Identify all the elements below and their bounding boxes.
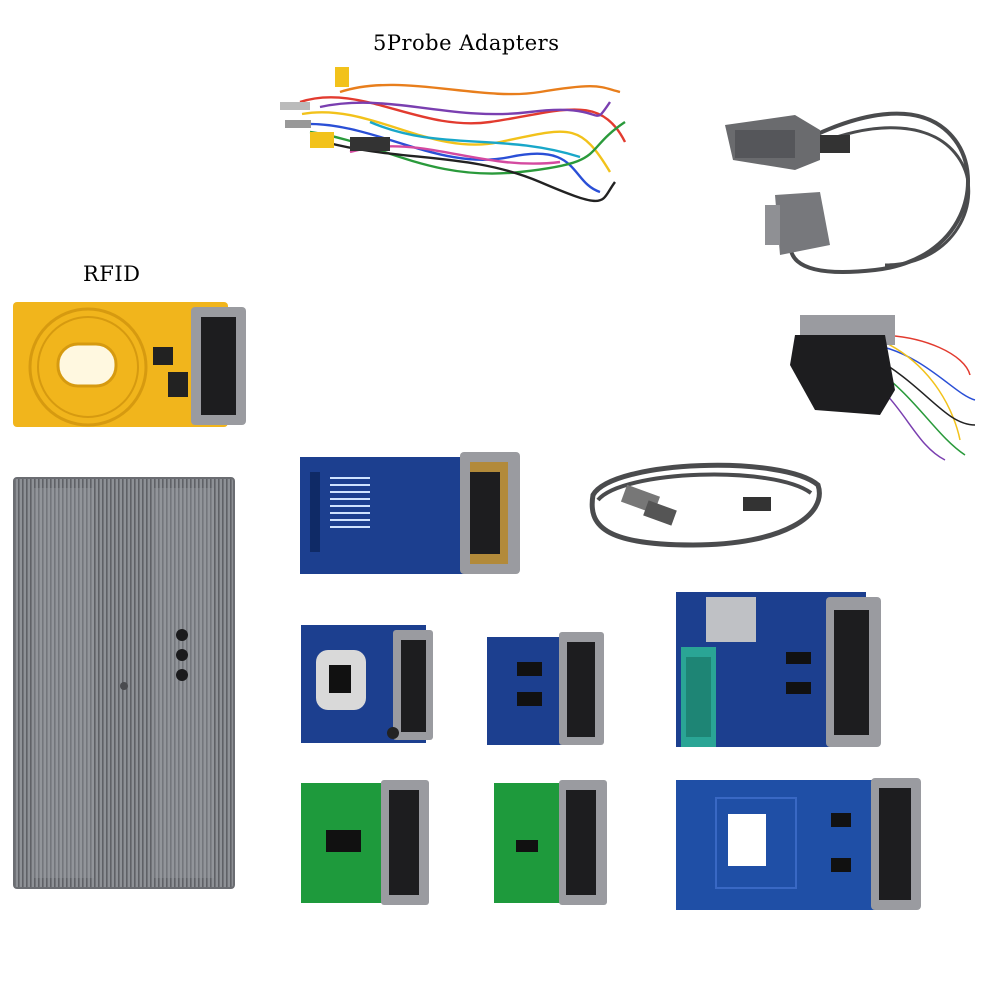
green-adapter-board-2 (494, 780, 607, 905)
blue-adapter-board-top (300, 452, 520, 574)
green-adapter-board-1 (301, 780, 429, 905)
blue-adapter-board-zif (676, 592, 881, 747)
rfid-board (13, 302, 246, 427)
obd-cable (725, 111, 971, 274)
aluminum-case (13, 477, 235, 889)
blue-adapter-board-2 (487, 632, 604, 745)
blue-adapter-board-1 (301, 625, 433, 743)
blue-rfid-board (676, 778, 921, 910)
usb-cable (589, 462, 822, 548)
db25-cable (790, 315, 976, 461)
rfid-label: RFID (83, 262, 141, 286)
probe-adapter-wires (280, 67, 627, 203)
probe-adapters-label: 5Probe Adapters (373, 31, 560, 55)
